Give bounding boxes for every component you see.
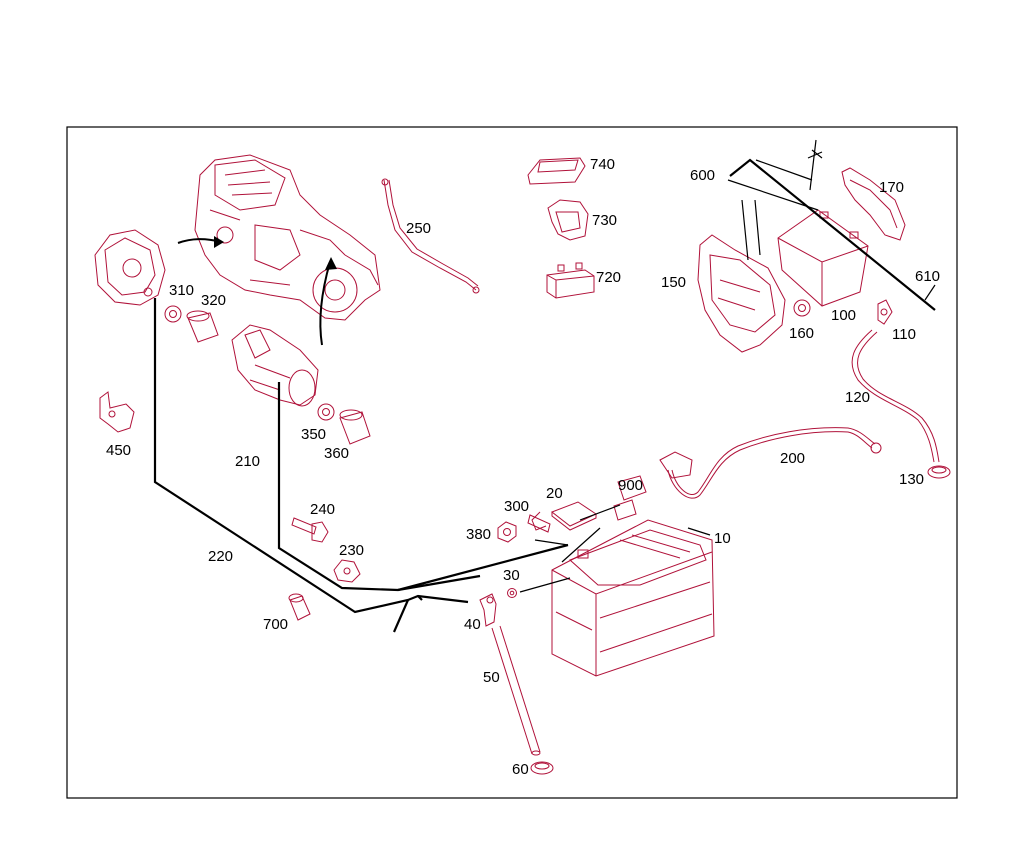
label-360: 360 xyxy=(324,445,349,462)
engine-arrow-left-head xyxy=(214,236,224,248)
label-60: 60 xyxy=(512,761,529,778)
label-170: 170 xyxy=(879,179,904,196)
part-160-nut xyxy=(793,299,811,317)
part-360-bushing xyxy=(339,409,371,445)
label-730: 730 xyxy=(592,212,617,229)
part-labels: 10 20 30 40 50 60 100 110 120 130 150 16… xyxy=(106,156,940,778)
label-380: 380 xyxy=(466,526,491,543)
label-210: 210 xyxy=(235,453,260,470)
label-610: 610 xyxy=(915,268,940,285)
label-220: 220 xyxy=(208,548,233,565)
part-720-auxiliary-battery xyxy=(546,262,595,299)
part-200-sensor-cable xyxy=(659,427,882,499)
part-150-battery-tray xyxy=(697,234,786,353)
part-740-clip xyxy=(527,157,586,185)
label-300: 300 xyxy=(504,498,529,515)
wiring-harness-lines xyxy=(153,298,569,633)
label-900: 900 xyxy=(618,477,643,494)
part-320-bushing xyxy=(186,310,219,343)
label-740: 740 xyxy=(590,156,615,173)
label-310: 310 xyxy=(169,282,194,299)
part-730-holder xyxy=(547,199,589,241)
label-350: 350 xyxy=(301,426,326,443)
part-230-clip xyxy=(333,559,361,583)
part-450-bracket xyxy=(99,391,135,433)
label-10: 10 xyxy=(714,530,731,547)
part-110-fitting xyxy=(877,299,893,325)
part-170-cover xyxy=(841,167,906,241)
label-160: 160 xyxy=(789,325,814,342)
label-120: 120 xyxy=(845,389,870,406)
label-110: 110 xyxy=(892,326,916,343)
label-30: 30 xyxy=(503,567,520,584)
part-40-elbow xyxy=(479,593,497,627)
part-310-nut xyxy=(164,305,182,323)
part-900-pad xyxy=(613,475,647,521)
label-150: 150 xyxy=(661,274,686,291)
part-50-hose xyxy=(491,625,541,756)
part-10-main-battery xyxy=(551,519,715,677)
label-230: 230 xyxy=(339,542,364,559)
part-240-bolt xyxy=(291,517,329,543)
part-30-washer xyxy=(507,588,517,598)
label-320: 320 xyxy=(201,292,226,309)
leader-lines xyxy=(519,139,936,593)
part-350-nut xyxy=(317,403,335,421)
part-380-nut xyxy=(497,521,517,543)
label-100: 100 xyxy=(831,307,856,324)
label-700: 700 xyxy=(263,616,288,633)
part-700-bushing xyxy=(288,593,311,621)
engine-arrow-up-head xyxy=(325,257,337,270)
engine-arrow-up xyxy=(319,261,331,346)
diagram-frame xyxy=(66,126,958,799)
part-120-vent-hose xyxy=(851,329,940,463)
label-250: 250 xyxy=(406,220,431,237)
label-720: 720 xyxy=(596,269,621,286)
label-200: 200 xyxy=(780,450,805,467)
part-300-bolt xyxy=(527,511,551,533)
engine-assembly-illustration xyxy=(194,154,381,321)
label-40: 40 xyxy=(464,616,481,633)
alternator-illustration xyxy=(94,229,166,306)
part-250-ground-strap xyxy=(381,178,480,294)
part-60-cap xyxy=(530,761,554,775)
label-130: 130 xyxy=(899,471,924,488)
label-240: 240 xyxy=(310,501,335,518)
part-100-battery-box xyxy=(777,209,869,307)
label-600: 600 xyxy=(690,167,715,184)
label-50: 50 xyxy=(483,669,500,686)
starter-motor-illustration xyxy=(231,324,319,407)
label-20: 20 xyxy=(546,485,563,502)
part-130-plug xyxy=(927,465,951,479)
label-450: 450 xyxy=(106,442,131,459)
